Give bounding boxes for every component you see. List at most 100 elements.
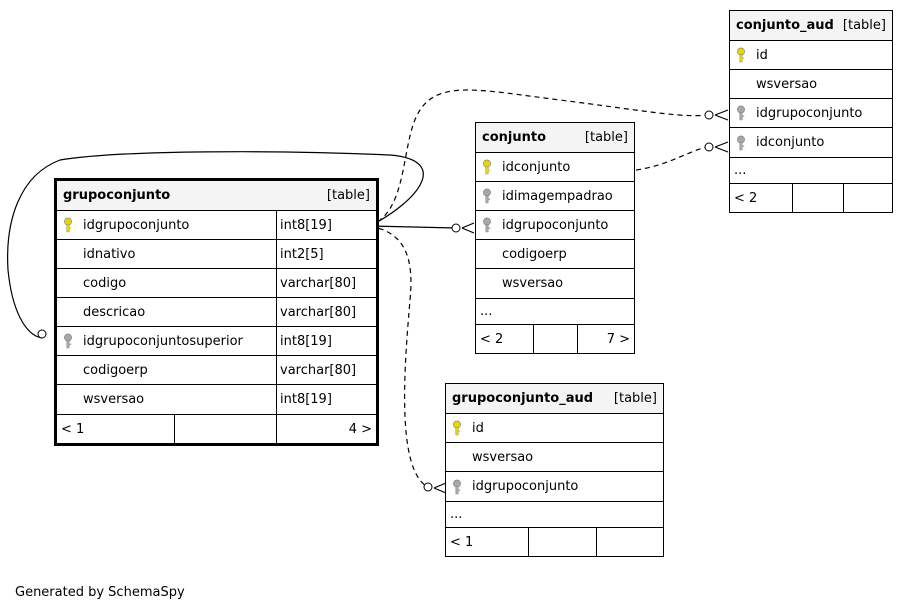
column-name-cell: codigoerp: [57, 356, 276, 384]
column-name[interactable]: codigoerp: [502, 246, 567, 262]
column-row: wsversao: [476, 269, 634, 298]
table-name[interactable]: grupoconjunto_aud: [452, 391, 594, 406]
column-name[interactable]: codigo: [83, 275, 127, 291]
column-type: varchar[80]: [276, 298, 376, 326]
column-type: varchar[80]: [276, 356, 376, 384]
column-name-cell: wsversao: [730, 70, 892, 98]
column-row: wsversao: [730, 70, 892, 99]
column-name[interactable]: descricao: [83, 304, 146, 320]
column-name[interactable]: idgrupoconjunto: [472, 479, 579, 494]
primary-key-icon: [482, 159, 502, 175]
table-footer: < 2: [730, 184, 892, 212]
foreign-key-icon: [736, 105, 756, 121]
column-name[interactable]: idgrupoconjunto: [502, 217, 609, 233]
column-name-cell: idgrupoconjunto: [730, 99, 892, 127]
footer-middle: [533, 325, 577, 353]
column-name[interactable]: wsversao: [502, 276, 564, 291]
column-name[interactable]: idgrupoconjunto: [83, 217, 190, 233]
relation-end-conjunto-aud-2: [704, 142, 714, 152]
more-columns: ...: [446, 501, 663, 528]
column-row: codigoerp: [476, 240, 634, 269]
column-name[interactable]: idconjunto: [502, 159, 571, 175]
column-name[interactable]: id: [472, 420, 484, 436]
foreign-key-icon: [482, 217, 502, 233]
column-list: id wsversao idgrupoconjunto: [446, 414, 663, 501]
column-type: int8[19]: [276, 211, 376, 239]
column-row: idgrupoconjunto int8[19]: [57, 211, 376, 240]
footer-parents[interactable]: < 1: [61, 421, 85, 437]
table-name[interactable]: conjunto: [482, 130, 547, 145]
table-header: conjunto [table]: [476, 123, 634, 153]
foreign-key-icon: [63, 333, 83, 349]
column-name[interactable]: wsversao: [472, 449, 534, 465]
column-name-cell: idgrupoconjunto: [57, 211, 276, 239]
column-type: int2[5]: [276, 240, 376, 268]
footer-children: [843, 184, 892, 212]
footer-parents[interactable]: < 2: [734, 190, 758, 206]
column-name[interactable]: idnativo: [83, 246, 136, 262]
generated-by-credit[interactable]: Generated by SchemaSpy: [15, 585, 185, 600]
table-conjunto[interactable]: conjunto [table] idconjunto idimagempadra…: [475, 122, 635, 354]
table-type: [table]: [613, 391, 657, 406]
relation-self-end: [37, 329, 47, 339]
column-name-cell: codigo: [57, 269, 276, 297]
column-row: idconjunto: [476, 153, 634, 182]
column-name[interactable]: idconjunto: [756, 135, 825, 150]
column-row: wsversao: [446, 443, 663, 472]
column-name-cell: idgrupoconjunto: [446, 472, 663, 501]
column-row: id: [730, 41, 892, 70]
column-row: descricao varchar[80]: [57, 298, 376, 327]
footer-children[interactable]: 4 >: [276, 415, 376, 443]
column-name-cell: id: [730, 41, 892, 69]
footer-children[interactable]: 7 >: [577, 325, 634, 353]
column-row: codigo varchar[80]: [57, 269, 376, 298]
foreign-key-icon: [482, 188, 502, 204]
more-columns: ...: [476, 298, 634, 325]
column-name-cell: wsversao: [57, 385, 276, 414]
footer-middle: [174, 415, 276, 443]
column-row: codigoerp varchar[80]: [57, 356, 376, 385]
column-row: idgrupoconjunto: [446, 472, 663, 501]
table-footer: < 2 7 >: [476, 325, 634, 353]
column-name[interactable]: id: [756, 47, 768, 63]
relation-grupoconjunto-grupoconjunto-aud: [369, 225, 429, 488]
column-row: idgrupoconjunto: [730, 99, 892, 128]
foreign-key-icon: [452, 479, 472, 495]
table-name[interactable]: grupoconjunto: [63, 188, 171, 203]
column-name-cell: wsversao: [446, 443, 663, 471]
relation-end-grupoconjunto-aud: [423, 482, 433, 492]
table-footer: < 1 4 >: [57, 414, 376, 443]
column-name[interactable]: idimagempadrao: [502, 188, 613, 204]
column-name-cell: idconjunto: [476, 153, 634, 181]
footer-middle: [792, 184, 843, 212]
column-name-cell: id: [446, 414, 663, 442]
column-name-cell: idconjunto: [730, 128, 892, 157]
footer-middle: [528, 528, 596, 556]
column-row: id: [446, 414, 663, 443]
table-name[interactable]: conjunto_aud: [736, 18, 834, 33]
column-name[interactable]: idgrupoconjuntosuperior: [83, 333, 243, 349]
relation-grupoconjunto-conjunto: [369, 225, 457, 229]
column-name-cell: idgrupoconjuntosuperior: [57, 327, 276, 355]
column-name[interactable]: idgrupoconjunto: [756, 105, 863, 121]
column-name[interactable]: wsversao: [83, 392, 145, 407]
table-type: [table]: [584, 130, 628, 145]
footer-parents[interactable]: < 2: [480, 331, 504, 347]
relation-end-conjunto: [451, 223, 461, 233]
column-name[interactable]: codigoerp: [83, 362, 148, 378]
more-columns: ...: [730, 157, 892, 184]
column-name[interactable]: wsversao: [756, 76, 818, 92]
relation-conjunto-conjunto-aud: [635, 146, 709, 171]
column-type: varchar[80]: [276, 269, 376, 297]
table-grupoconjunto-aud[interactable]: grupoconjunto_aud [table] id wsversao idgr…: [445, 383, 664, 557]
column-name-cell: idimagempadrao: [476, 182, 634, 210]
footer-parents[interactable]: < 1: [450, 534, 474, 550]
relation-self-grupoconjunto: [7, 151, 424, 339]
column-name-cell: idnativo: [57, 240, 276, 268]
